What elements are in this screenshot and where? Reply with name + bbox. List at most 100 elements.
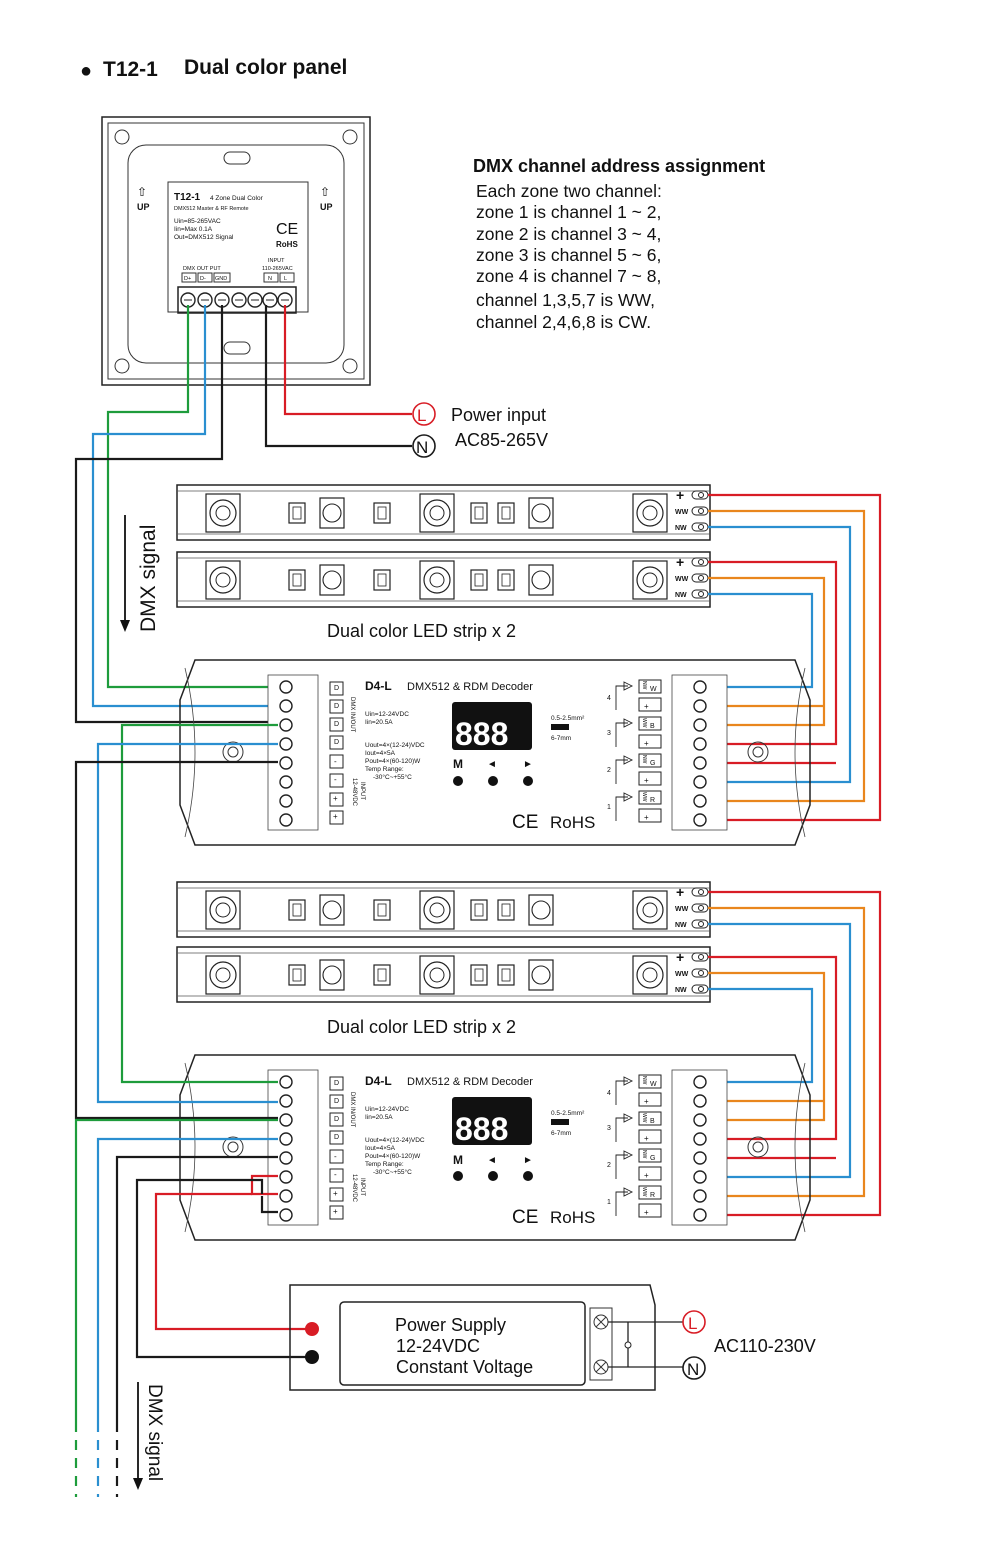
decoder-left-terminal-labels: D D D D - - + + (333, 1080, 339, 1216)
display-window (452, 702, 532, 750)
terminal-icon (279, 775, 293, 789)
led-lens (423, 961, 451, 989)
resistor-body (377, 573, 387, 587)
strip-pad-label-ww: WW (675, 971, 689, 978)
channel-diode-trace (615, 1117, 628, 1142)
decoder1-to-decoder2-wires (74, 723, 278, 1120)
led-chip-icon (319, 497, 345, 529)
terminal-label: D (334, 703, 339, 710)
power-terminal-box (329, 792, 344, 807)
decoder-name: DMX512 & RDM Decoder (407, 681, 533, 693)
term-label-n: N (268, 276, 272, 282)
led-strip (176, 946, 711, 1003)
led-lens (209, 961, 237, 989)
panel-to-decoder1-wires (74, 305, 278, 724)
mount-hole-icon (747, 1136, 769, 1158)
decoder-uin: Uin=12-24VDC (365, 1106, 409, 1113)
up-label-left: UP (137, 202, 150, 212)
mount-slot-icon (223, 151, 251, 165)
panel-spec-uin: Uin=85-265VAC (174, 218, 221, 225)
solder-point (698, 559, 704, 565)
resistor-icon (497, 502, 515, 524)
led-strip (176, 551, 711, 608)
housing-edge (794, 667, 806, 838)
strip-pad-label-ww: WW (675, 906, 689, 913)
up-arrow-icon: ⇧ (320, 185, 330, 199)
terminal-label: + (644, 776, 649, 785)
channel-diode-trace (615, 722, 628, 747)
led-lens (531, 965, 551, 985)
panel-dmx-output: DMX OUT PUT (183, 266, 221, 272)
channel-number-4: 4 (607, 1090, 611, 1097)
solder-point (698, 954, 704, 960)
assignment-title: DMX channel address assignment (473, 156, 765, 176)
decoder-pout: Pout=4×(60-120)W (365, 758, 421, 765)
power-terminal-box (329, 1187, 344, 1202)
led-lens (322, 503, 342, 523)
diode-icon (623, 1150, 634, 1160)
decoder-input-voltage: 12-48VDC (351, 1174, 357, 1203)
mount-slot-icon (223, 341, 251, 355)
resistor-icon (470, 569, 488, 591)
strip-pad-label-ww: WW (675, 509, 689, 516)
psu-negative-terminal (305, 1350, 319, 1364)
strip-pad-label-plus: + (676, 487, 684, 503)
strip-pad-label-plus: + (676, 884, 684, 900)
screw-icon (342, 129, 358, 145)
decoder-ce-mark: CE (512, 812, 538, 833)
channel-diode-trace (615, 1080, 628, 1105)
resistor-body (377, 968, 387, 982)
led-lens (531, 570, 551, 590)
terminal-icon (279, 794, 293, 808)
led-lens (531, 900, 551, 920)
power-supply: Power Supply 12-24VDC Constant Voltage L… (135, 1174, 816, 1391)
terminal-icon (279, 680, 293, 694)
panel-backplate (127, 144, 345, 364)
terminal-label: + (644, 739, 649, 748)
terminal-icon (279, 737, 293, 751)
ww-tag: WW (641, 1187, 647, 1197)
resistor-body (501, 903, 511, 917)
diode-icon (623, 1113, 634, 1123)
channel-number-2: 2 (607, 767, 611, 774)
mount-hole-inner (752, 746, 764, 758)
psu-positive-terminal (305, 1322, 319, 1336)
terminal-icon (693, 1170, 707, 1184)
decoder-2 (179, 1054, 811, 1241)
resistor-body (292, 573, 302, 587)
terminal-label: + (644, 702, 649, 711)
power-terminal-box (329, 1149, 344, 1164)
terminal-icon (693, 813, 707, 827)
display-window (452, 1097, 532, 1145)
dmx-terminal-box (329, 1112, 344, 1127)
led-lens (423, 896, 451, 924)
decoder-temp-range: -30°C~+55°C (373, 773, 412, 781)
decoder-pout: Pout=4×(60-120)W (365, 1153, 421, 1160)
decoder-uout: Uout=4×(12-24)VDC (365, 1137, 425, 1144)
terminal-label: D (334, 721, 339, 728)
decoder-dmx-in-out: DMX IN/OUT (349, 697, 355, 733)
assignment-line: zone 1 is channel 1 ~ 2, (476, 202, 661, 222)
decoder-display: 888 (455, 1111, 508, 1147)
dmx-signal-top: DMX signal (120, 515, 160, 632)
terminal-icon (693, 1189, 707, 1203)
decoder-button-m-label: M (453, 1153, 463, 1167)
orange-wire (706, 971, 826, 1122)
diode-icon (623, 755, 634, 765)
housing-edge (184, 667, 196, 838)
led-die (642, 902, 658, 918)
terminal-icon (693, 794, 707, 808)
channel-number-2: 2 (607, 1162, 611, 1169)
terminal-label: D (334, 739, 339, 746)
terminal-icon (693, 737, 707, 751)
channel-terminal (638, 1111, 662, 1126)
button-icon (523, 776, 533, 786)
resistor-body (292, 903, 302, 917)
blue-wire (706, 525, 852, 784)
decoder-temp: Temp Range: (365, 766, 404, 773)
decoder-button-m-label: M (453, 757, 463, 771)
power-input-label: Power input (451, 405, 546, 425)
resistor-body (501, 573, 511, 587)
terminal-icon (279, 813, 293, 827)
